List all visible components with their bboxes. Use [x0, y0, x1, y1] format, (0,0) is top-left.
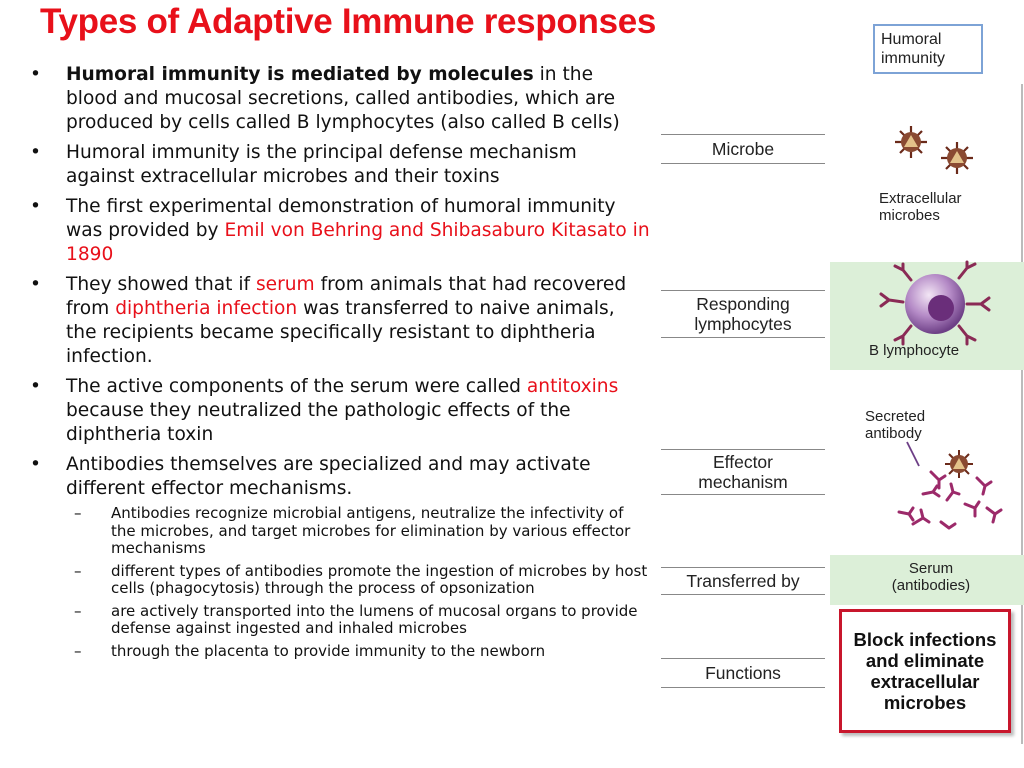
caption-secreted-antibody: Secreted antibody	[865, 408, 926, 442]
row-label-functions: Functions	[661, 658, 825, 688]
caption-serum: Serum (antibodies)	[891, 560, 971, 594]
humoral-immunity-figure: Humoral immunity Microbe Responding lymp…	[655, 22, 1024, 744]
secreted-antibody-icon	[897, 441, 1003, 530]
bullet-item: •The active components of the serum were…	[30, 376, 619, 445]
sub-bullet-item: –different types of antibodies promote t…	[74, 561, 648, 597]
bullet-item: •Antibodies themselves are specialized a…	[30, 454, 591, 499]
bullet-item: •Humoral immunity is mediated by molecul…	[30, 64, 620, 133]
caption-extracellular-microbes: Extracellular microbes	[879, 190, 962, 224]
green-band	[830, 555, 1024, 605]
bullet-item: •They showed that if serum from animals …	[30, 274, 627, 367]
highlight-text: antitoxins	[526, 376, 619, 397]
highlight-text: diphtheria infection	[115, 298, 298, 319]
highlight-text: Emil von Behring and Shibasaburo Kitasat…	[66, 220, 650, 265]
b-lymphocyte-icon	[879, 260, 991, 346]
highlight-text: serum	[256, 274, 315, 295]
humoral-immunity-header: Humoral immunity	[873, 24, 983, 74]
functions-box: Block infections and eliminate extracell…	[839, 609, 1011, 733]
sub-bullet-item: –through the placenta to provide immunit…	[74, 641, 546, 660]
extracellular-microbes-icon	[895, 126, 973, 174]
slide-title: Types of Adaptive Immune responses	[40, 2, 657, 41]
sub-bullet-item: –are actively transported into the lumen…	[74, 601, 638, 637]
row-label-microbe: Microbe	[661, 134, 825, 164]
figure-divider	[1021, 84, 1023, 744]
bullet-bold-text: Humoral immunity is mediated by molecule…	[66, 64, 534, 85]
caption-b-lymphocyte: B lymphocyte	[869, 342, 960, 359]
bullet-item: •Humoral immunity is the principal defen…	[30, 142, 577, 187]
row-label-responding: Responding lymphocytes	[661, 290, 825, 338]
bullet-item: •The first experimental demonstration of…	[30, 196, 650, 265]
sub-bullet-item: – Antibodies recognize microbial antigen…	[74, 504, 631, 557]
row-label-transferred: Transferred by	[661, 567, 825, 595]
row-label-effector: Effector mechanism	[661, 449, 825, 495]
bullet-list: •Humoral immunity is mediated by molecul…	[30, 63, 650, 665]
